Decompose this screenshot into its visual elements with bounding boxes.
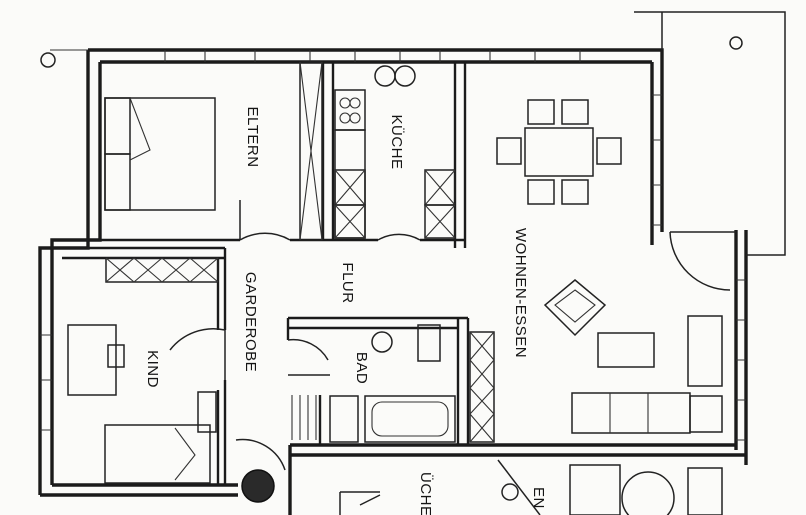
- kitchen-fixtures: [334, 65, 456, 239]
- outer-walls: [38, 48, 748, 515]
- doors: [169, 200, 736, 503]
- label-eltern: ELTERN: [244, 106, 261, 167]
- dining-table: [496, 99, 622, 205]
- balcony: [40, 11, 786, 256]
- label-kind: KIND: [144, 350, 161, 388]
- kind-furniture: [67, 257, 219, 484]
- lower-apartment: [339, 459, 723, 515]
- label-wohnen-essen: WOHNEN-ESSEN: [512, 228, 529, 358]
- label-bad: BAD: [353, 352, 370, 384]
- label-kueche-partial: ÜCHE: [417, 472, 435, 515]
- label-garderobe: GARDEROBE: [242, 272, 259, 372]
- room-labels: ELTERN KÜCHE WOHNEN-ESSEN FLUR GARDEROBE…: [144, 106, 547, 515]
- label-partial-room: EN: [530, 487, 547, 509]
- eltern-bed: [104, 61, 323, 241]
- living-furniture: [543, 279, 723, 434]
- label-flur: FLUR: [339, 262, 356, 303]
- windows: [40, 50, 746, 441]
- bathroom-fixtures: [329, 324, 495, 443]
- label-kueche: KÜCHE: [388, 114, 406, 169]
